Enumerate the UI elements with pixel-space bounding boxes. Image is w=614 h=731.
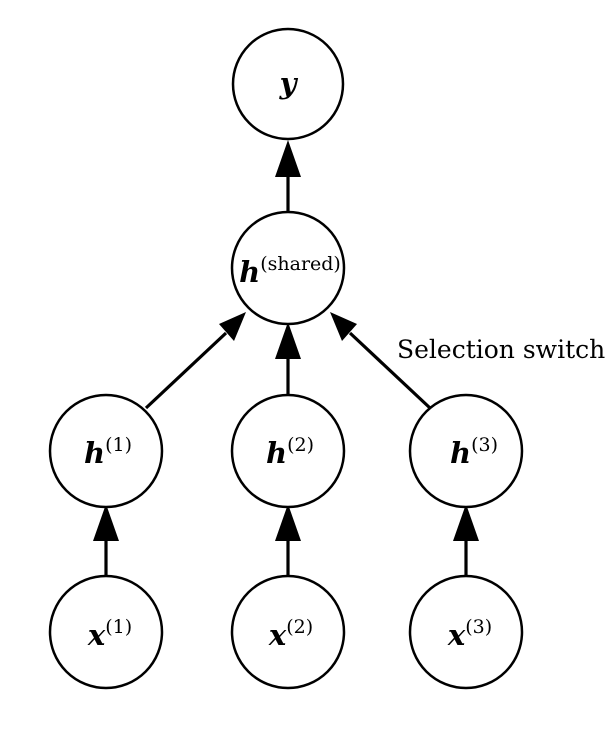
node-h-shared: h(shared) xyxy=(230,210,346,326)
svg-text:x(3): x(3) xyxy=(447,616,492,652)
node-x2: x(2) xyxy=(230,574,346,690)
edge-x1-to-h1 xyxy=(93,504,119,576)
edge-h2-to-h-shared xyxy=(275,322,301,394)
node-h1-base: h xyxy=(84,436,105,470)
node-x2-base: x xyxy=(268,618,287,652)
node-h3-base: h xyxy=(450,436,471,470)
node-x1-base: x xyxy=(87,618,106,652)
node-x2-sup: (2) xyxy=(286,616,313,638)
node-h1: h(1) xyxy=(48,393,164,509)
edge-x3-to-h3 xyxy=(453,504,479,576)
svg-text:h(shared): h(shared) xyxy=(239,253,341,289)
node-x1-sup: (1) xyxy=(105,616,132,638)
selection-switch-label: Selection switch xyxy=(397,335,605,364)
node-h3: h(3) xyxy=(408,393,524,509)
node-x3: x(3) xyxy=(408,574,524,690)
svg-text:y: y xyxy=(279,66,299,100)
node-y-label: y xyxy=(279,66,299,100)
edges xyxy=(93,140,479,576)
svg-text:x(1): x(1) xyxy=(87,616,132,652)
edge-x2-to-h2 xyxy=(275,504,301,576)
svg-text:h(2): h(2) xyxy=(266,434,314,470)
node-x3-base: x xyxy=(447,618,466,652)
node-x1: x(1) xyxy=(48,574,164,690)
node-h3-sup: (3) xyxy=(471,434,498,456)
node-h1-sup: (1) xyxy=(105,434,132,456)
svg-text:h(3): h(3) xyxy=(450,434,498,470)
node-h-shared-base: h xyxy=(239,255,260,289)
edge-h1-to-h-shared xyxy=(144,312,246,410)
node-x3-sup: (3) xyxy=(465,616,492,638)
node-y: y xyxy=(231,27,345,141)
edge-h-shared-to-y xyxy=(275,140,301,212)
svg-text:h(1): h(1) xyxy=(84,434,132,470)
node-h-shared-sup: (shared) xyxy=(260,253,341,275)
node-h2: h(2) xyxy=(230,393,346,509)
svg-text:x(2): x(2) xyxy=(268,616,313,652)
node-h2-sup: (2) xyxy=(287,434,314,456)
edge-h3-to-h-shared xyxy=(330,312,432,410)
node-h2-base: h xyxy=(266,436,287,470)
